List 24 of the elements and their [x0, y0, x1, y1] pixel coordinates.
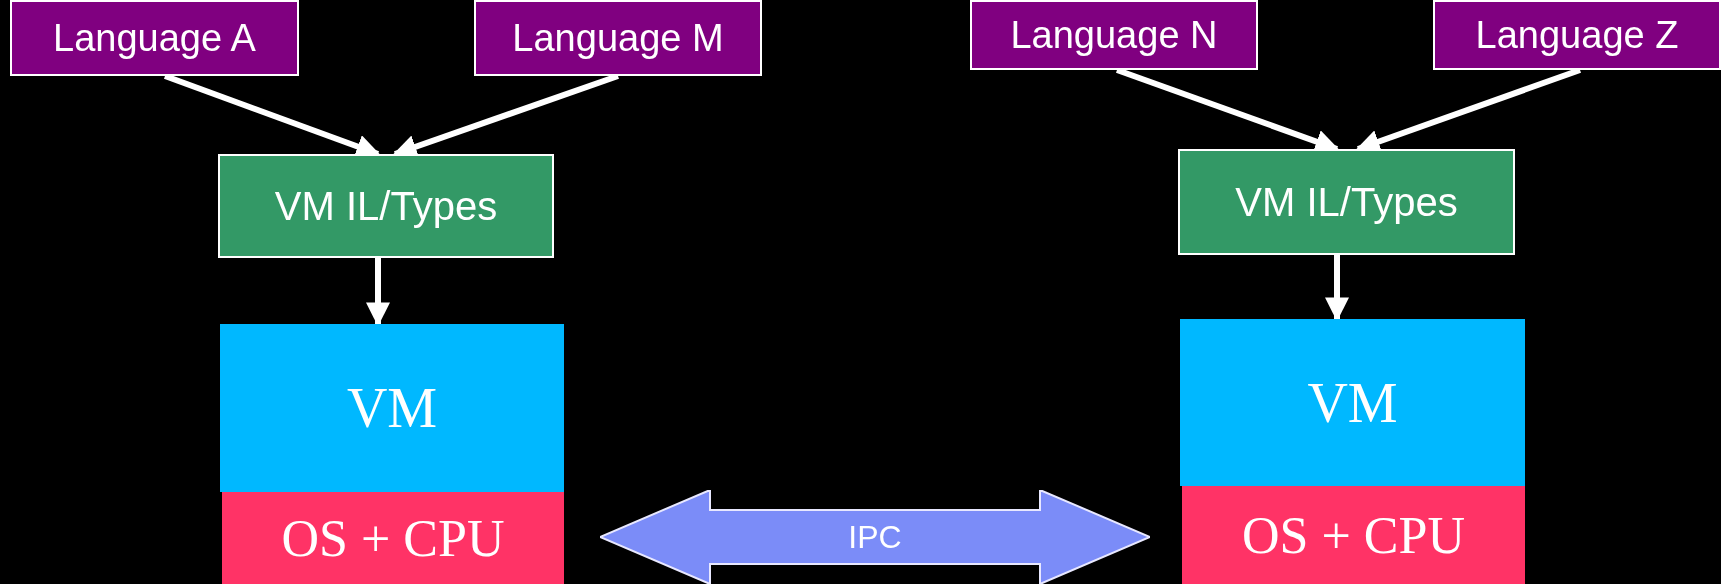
node-label: VM: [1307, 370, 1398, 435]
arrow: [366, 258, 390, 327]
language-box: [1433, 0, 1721, 70]
os-cpu-box: [222, 492, 564, 584]
vm-box: [220, 324, 564, 492]
arrow: [1325, 255, 1349, 322]
language-box: [970, 0, 1258, 70]
node-label: VM IL/Types: [1235, 179, 1458, 225]
node-label: Language N: [1010, 13, 1218, 57]
ipc-double-arrow: [600, 490, 1150, 584]
node-label: VM: [346, 376, 438, 440]
language-box: [10, 0, 299, 76]
node-label: Language A: [53, 16, 256, 60]
node-label: Language Z: [1475, 13, 1679, 57]
il-types-box: [1178, 149, 1515, 255]
node-label: IPC: [848, 518, 902, 556]
node-label: Language M: [512, 16, 724, 60]
os-cpu-box: [1182, 486, 1525, 584]
il-types-box: [218, 154, 554, 258]
language-box: [474, 0, 762, 76]
node-label: OS + CPU: [281, 508, 505, 568]
node-label: OS + CPU: [1242, 505, 1465, 565]
node-label: VM IL/Types: [274, 183, 498, 229]
vm-box: [1180, 319, 1525, 486]
